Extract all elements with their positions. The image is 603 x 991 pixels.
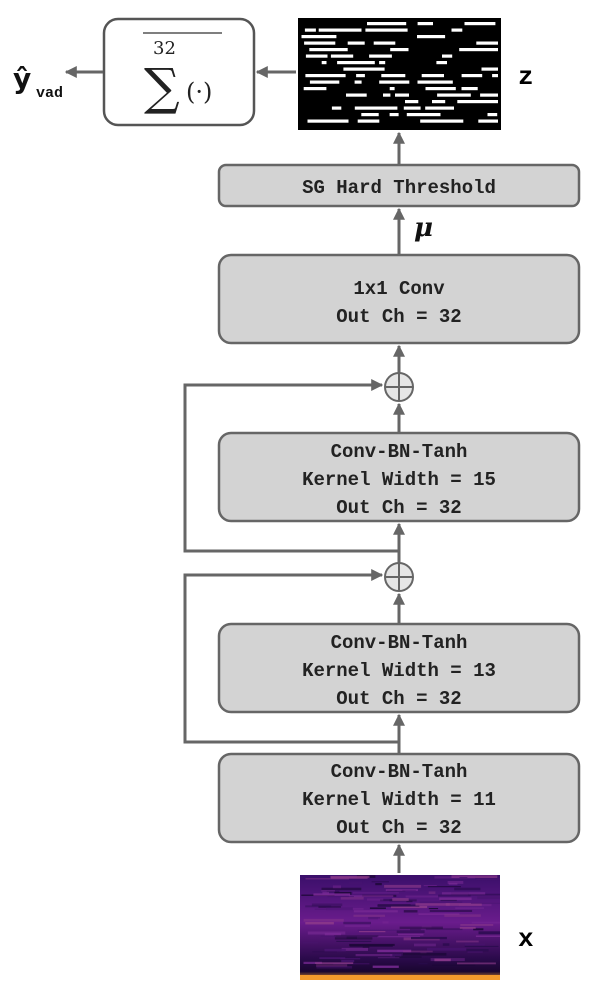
threshold-label: SG Hard Threshold [302,177,496,199]
conv1x1-block: 1x1 Conv Out Ch = 32 [217,253,581,345]
sum-operator: ∑ [144,58,180,116]
conv1x1-line1: 1x1 Conv [353,278,445,300]
output-mask [298,18,501,130]
conv3-line2: Kernel Width = 15 [302,469,496,491]
vad-output-label: ŷ vad [13,62,63,102]
sum-argument: (·) [186,78,212,106]
vad-symbol: ŷ [13,62,31,95]
conv1-line3: Out Ch = 32 [336,817,461,839]
input-label: x [518,924,534,954]
sum-block: 32 ∑ (·) [102,17,256,127]
hard-threshold-block: SG Hard Threshold [217,163,581,208]
conv2-line3: Out Ch = 32 [336,688,461,710]
skip-connection-lower [183,569,399,744]
mu-label: μ [414,213,433,243]
input-spectrogram [300,875,500,980]
vad-subscript: vad [36,85,63,102]
conv-block-k11: Conv-BN-Tanh Kernel Width = 11 Out Ch = … [217,752,581,844]
conv3-line1: Conv-BN-Tanh [331,441,468,463]
sum-superscript: 32 [153,38,176,59]
conv2-line2: Kernel Width = 13 [302,660,496,682]
skip-connection-upper [183,379,399,553]
conv3-line3: Out Ch = 32 [336,497,461,519]
conv-block-k15: Conv-BN-Tanh Kernel Width = 15 Out Ch = … [217,431,581,523]
conv1x1-line2: Out Ch = 32 [336,306,461,328]
add-node-upper [384,372,414,402]
conv1-line1: Conv-BN-Tanh [331,761,468,783]
conv1-line2: Kernel Width = 11 [302,789,496,811]
conv-block-k13: Conv-BN-Tanh Kernel Width = 13 Out Ch = … [217,622,581,714]
add-node-lower [384,562,414,592]
conv2-line1: Conv-BN-Tanh [331,632,468,654]
output-label: z [518,62,534,92]
